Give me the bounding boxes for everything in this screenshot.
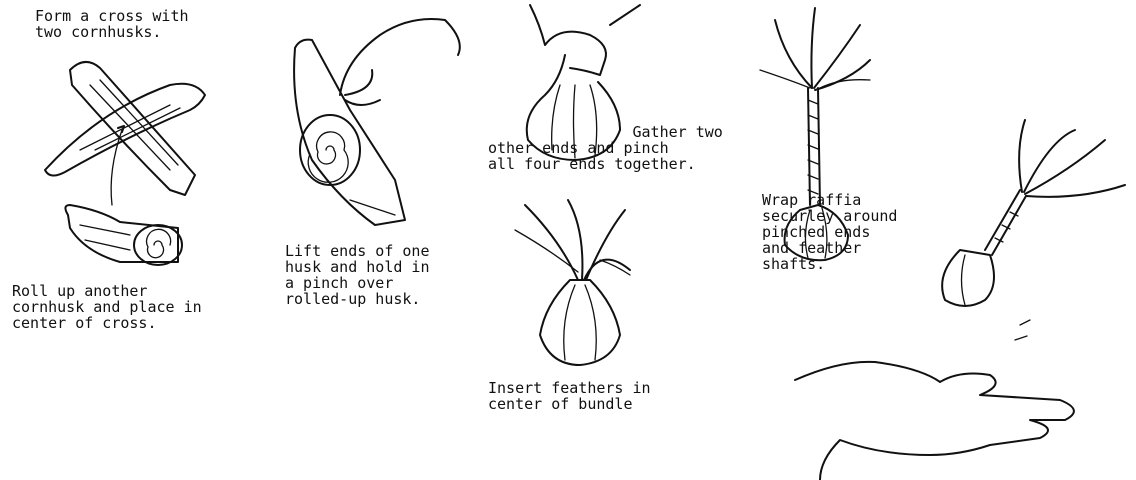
feathers-in-bundle-illustration xyxy=(515,200,630,365)
step-6-caption: Wrap raffia securley around pinched ends… xyxy=(762,192,897,272)
step-1-caption: Form a cross with two cornhusks. xyxy=(35,8,189,40)
pinch-over-husk-illustration xyxy=(294,19,460,225)
step-4-caption: Gather two other ends and pinch all four… xyxy=(488,124,723,172)
step-3-caption: Lift ends of one husk and hold in a pinc… xyxy=(285,243,430,307)
step-5-caption: Insert feathers in center of bundle xyxy=(488,380,651,412)
cornhusk-cross-illustration xyxy=(45,62,205,205)
rolled-cornhusk-illustration xyxy=(65,205,182,265)
step-2-caption: Roll up another cornhusk and place in ce… xyxy=(12,283,202,331)
toss-shuttlecock-illustration xyxy=(795,120,1125,480)
